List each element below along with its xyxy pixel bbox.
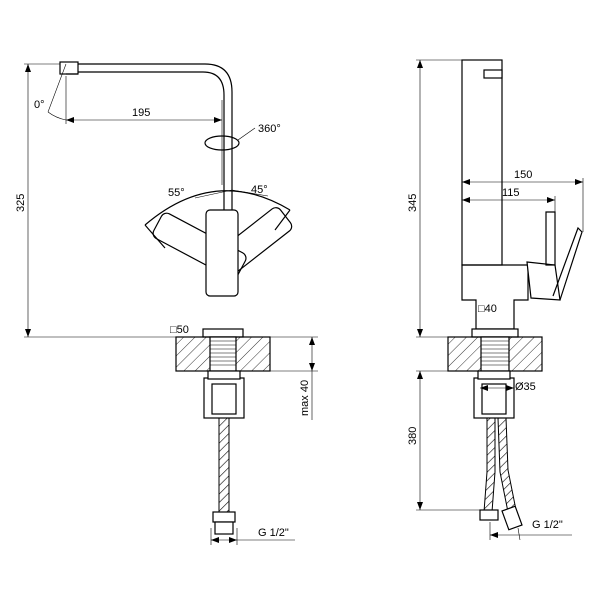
side-view: 345 150 115 □40 Ø35 380 G 1/2"	[407, 59, 584, 541]
dim-connection-front: G 1/2"	[258, 527, 289, 539]
dim-spout-reach: 195	[132, 107, 150, 119]
dim-side-depth-total: 150	[514, 169, 532, 181]
side-fixing-nut	[473, 377, 515, 419]
side-hose-right	[497, 417, 517, 513]
side-shank	[480, 336, 510, 372]
front-hose-connector	[214, 521, 234, 535]
side-base	[471, 328, 519, 338]
dim-side-depth-inner: 115	[502, 187, 520, 199]
dim-side-body-square: □40	[478, 303, 497, 315]
dim-side-shank-diameter: Ø35	[515, 381, 536, 393]
dim-side-height: 345	[407, 194, 419, 212]
front-fixing-nut	[203, 377, 245, 419]
side-hose-left	[483, 417, 496, 513]
dim-base-square: □50	[170, 324, 189, 336]
dim-rotation: 360°	[258, 123, 281, 135]
front-body	[205, 209, 239, 297]
side-body	[461, 264, 529, 330]
side-hose-connector	[501, 505, 523, 531]
front-spout	[66, 63, 233, 210]
front-view: 195 325 360° 55° 45° 0° □50 max 40 G 1/2…	[15, 61, 318, 545]
front-shank	[209, 336, 237, 372]
front-base	[202, 328, 244, 338]
dim-front-height: 325	[15, 194, 27, 212]
side-spout-tube	[461, 59, 503, 266]
side-spout-tip	[483, 69, 503, 79]
front-hose	[218, 417, 230, 514]
side-lever-handle	[552, 226, 583, 301]
dim-side-hose-length: 380	[407, 427, 419, 445]
dim-spout-angle: 0°	[34, 99, 45, 111]
dim-lever-left: 55°	[168, 187, 185, 199]
dim-max-thickness: max 40	[299, 380, 311, 416]
dim-lever-right: 45°	[251, 184, 268, 196]
lever-swing-arc	[144, 190, 291, 226]
dim-connection-side: G 1/2"	[532, 519, 563, 531]
side-lever	[526, 261, 561, 301]
